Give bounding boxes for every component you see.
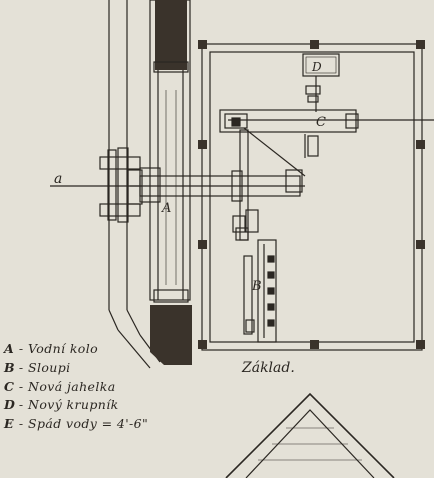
vertical-shaft [232,129,259,241]
legend-item-b: B - Sloupi [4,359,71,375]
legend: A - Vodní kolo B - Sloupi C - Nová jahel… [4,340,148,434]
wheel-hub [99,147,143,223]
building-plan [198,40,425,351]
legend-item-a: A - Vodní kolo [4,341,99,356]
plan-label: Základ. [241,360,295,376]
label-A: A [161,201,171,216]
legend-item-e: E - Spád vody = 4'-6" [4,416,149,431]
label-D: D [311,60,322,74]
box-d [302,53,340,112]
legend-item-c: C - Nová jahelka [4,378,116,394]
label-C: C [316,115,326,130]
label-a: a [54,171,62,187]
shaft-c [219,109,434,177]
water-wheel [149,0,192,365]
legend-item-d: D - Nový krupník [4,397,119,413]
main-axle [50,167,305,203]
roof-outline [225,392,395,478]
label-B: B [251,279,262,294]
